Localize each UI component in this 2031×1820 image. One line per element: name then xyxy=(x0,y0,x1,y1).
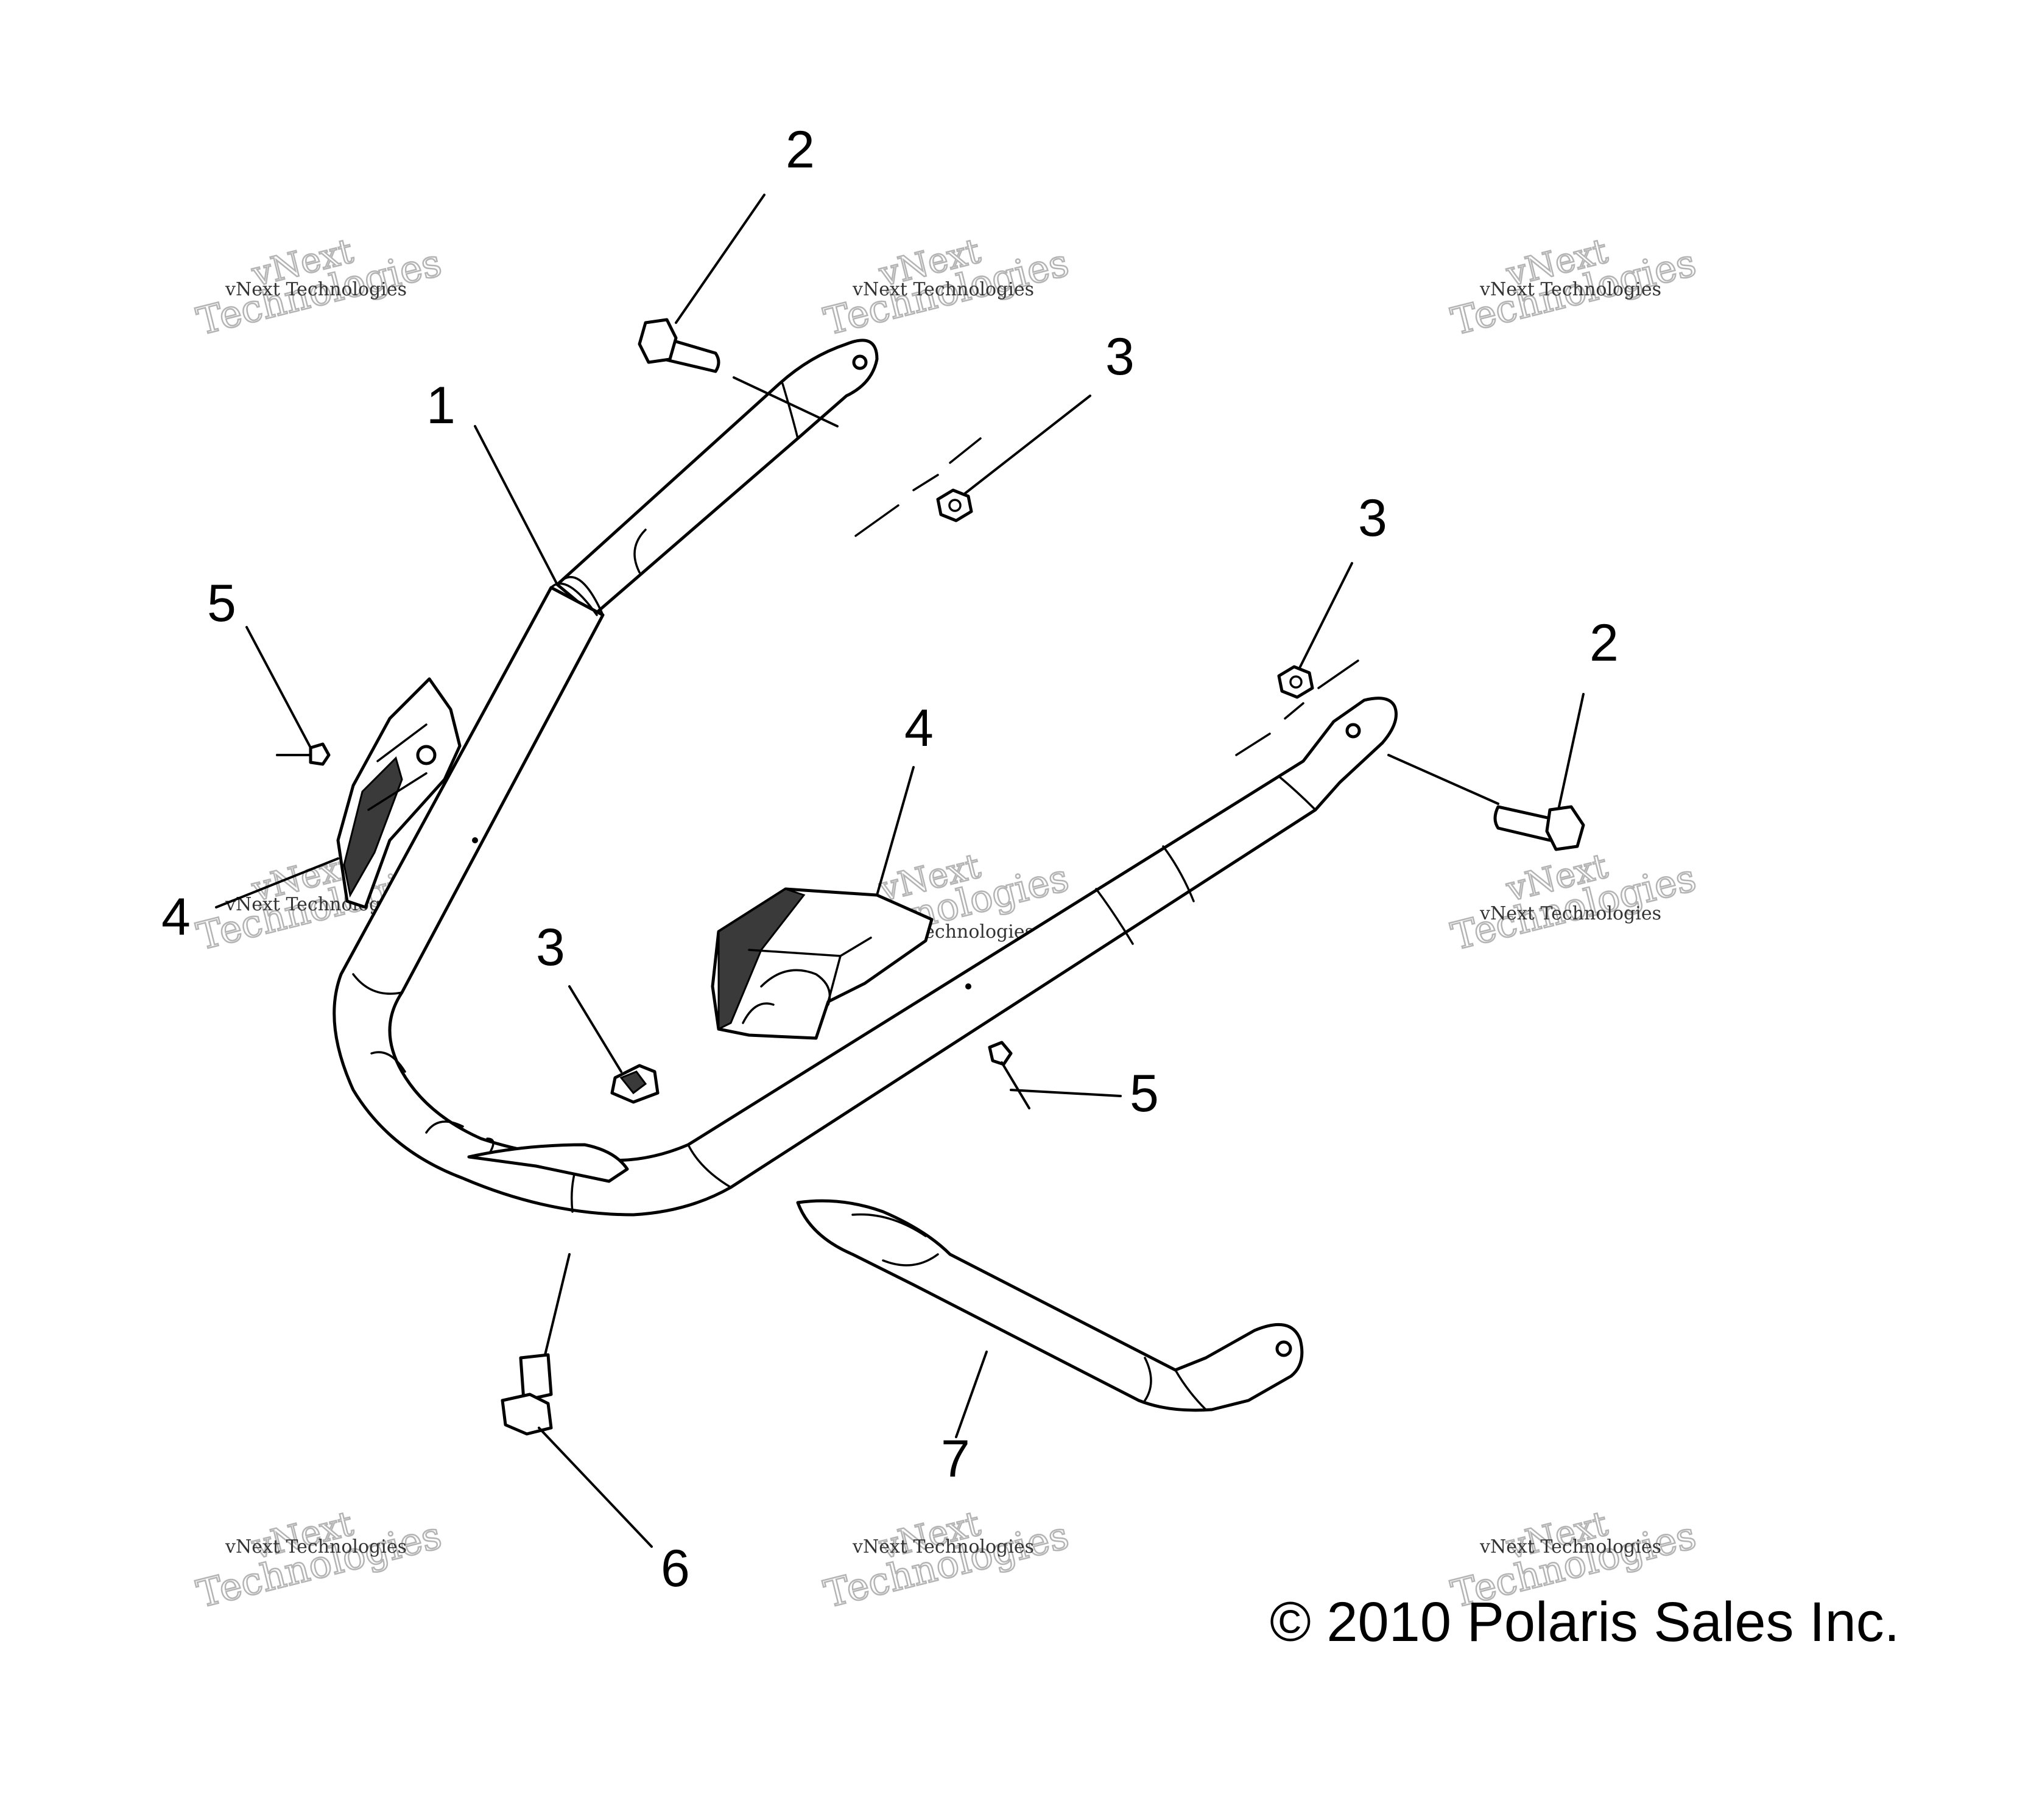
part-3-nut-top xyxy=(936,488,973,522)
svg-text:vNext Technologies: vNext Technologies xyxy=(225,279,407,300)
part-6-bolt-bottom xyxy=(501,1353,553,1436)
centerline-marks xyxy=(854,437,1359,756)
watermark-bottom-left: Technologies vNext vNext Technologies xyxy=(192,1503,446,1617)
part-3-nut-right xyxy=(1277,665,1314,699)
svg-text:vNext Technologies: vNext Technologies xyxy=(852,279,1034,300)
callout-5-right: 5 xyxy=(1130,1064,1159,1123)
svg-text:vNext Technologies: vNext Technologies xyxy=(1479,279,1661,300)
watermark-middle-right: Technologies vNext vNext Technologies xyxy=(1446,846,1701,960)
part-4-left-bracket xyxy=(336,677,462,909)
part-4-center-pad xyxy=(711,887,934,1040)
watermark-top-left: Technologies vNext vNext Technologies xyxy=(192,231,446,345)
callout-3-right: 3 xyxy=(1358,489,1387,547)
callout-4-left: 4 xyxy=(161,888,191,946)
part-2-bolt-right xyxy=(1493,805,1585,851)
leader-lines xyxy=(215,194,1585,1548)
copyright-notice: © 2010 Polaris Sales Inc. xyxy=(1270,1591,1899,1653)
part-7-lower-bar xyxy=(796,1199,1304,1412)
watermark-top-right: Technologies vNext vNext Technologies xyxy=(1446,231,1701,345)
callout-1: 1 xyxy=(426,376,456,435)
part-5-screw-right xyxy=(988,1041,1030,1109)
callout-7: 7 xyxy=(941,1430,970,1488)
callout-2-top: 2 xyxy=(786,121,815,179)
svg-text:vNext Technologies: vNext Technologies xyxy=(852,1536,1034,1558)
svg-text:vNext Technologies: vNext Technologies xyxy=(225,1536,407,1558)
part-3-clip-nut-center xyxy=(610,1064,660,1104)
watermark-bottom-center: Technologies vNext vNext Technologies xyxy=(819,1503,1074,1617)
callout-3-top: 3 xyxy=(1105,328,1135,386)
watermark-top-center: Technologies vNext vNext Technologies xyxy=(819,231,1074,345)
callout-5-left: 5 xyxy=(207,574,236,633)
callout-3-center: 3 xyxy=(536,918,565,977)
part-5-screw-left xyxy=(276,742,331,766)
callout-6: 6 xyxy=(661,1539,690,1598)
svg-text:vNext Technologies: vNext Technologies xyxy=(1479,903,1661,924)
part-2-bolt-top xyxy=(638,318,720,373)
callout-2-right: 2 xyxy=(1589,614,1619,672)
part-1-bumper-tube xyxy=(333,339,1398,1217)
svg-text:vNext Technologies: vNext Technologies xyxy=(1479,1536,1661,1558)
callout-4-center: 4 xyxy=(904,699,934,757)
